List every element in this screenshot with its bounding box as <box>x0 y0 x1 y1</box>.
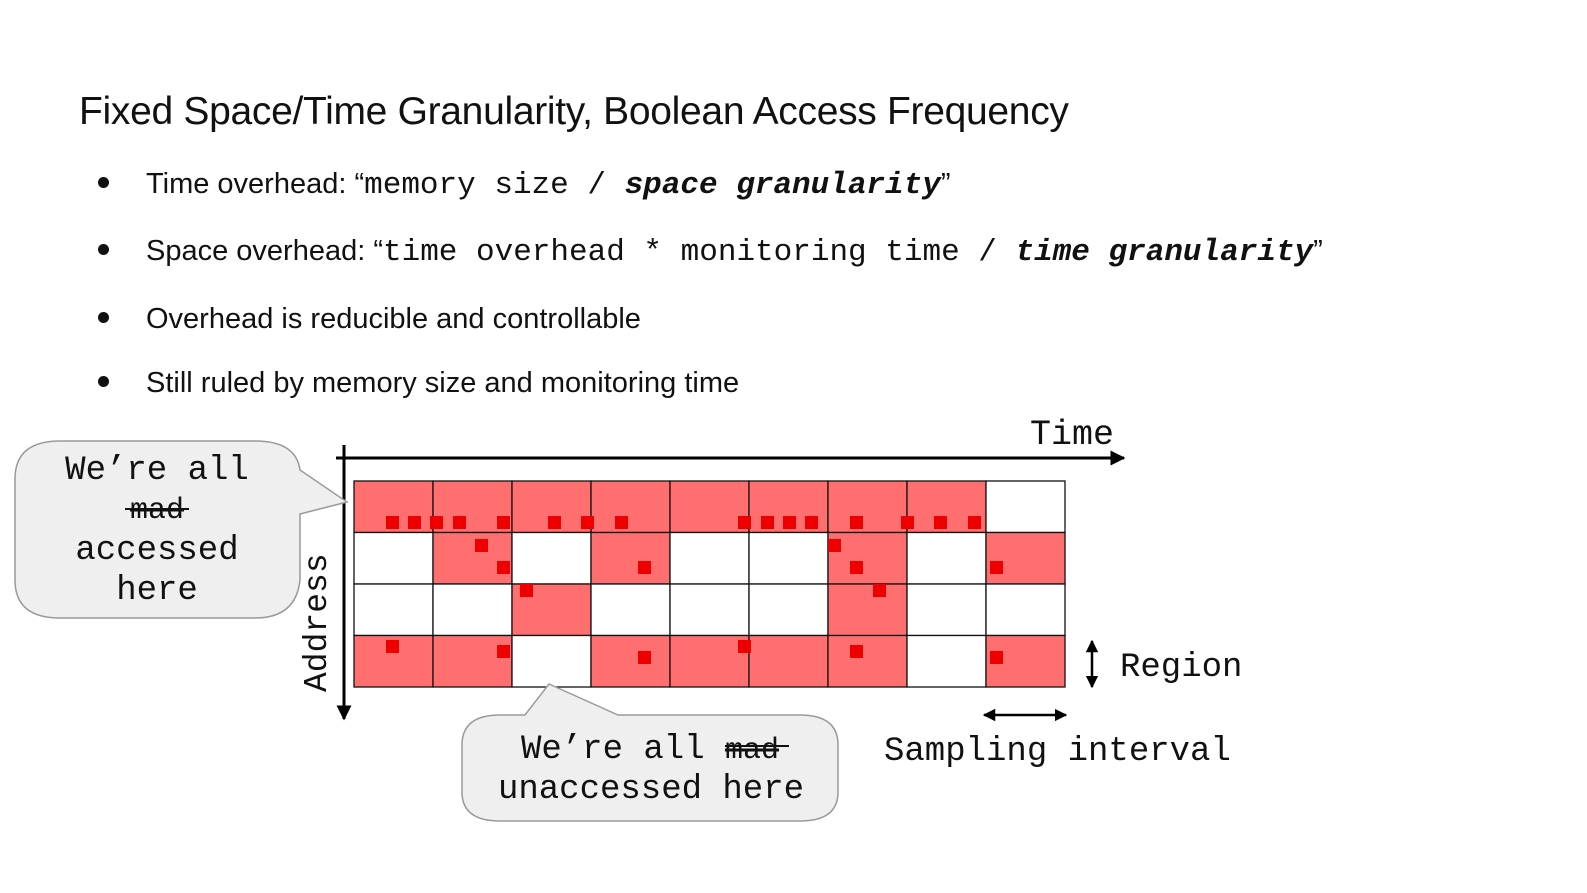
bullet-prefix: Time overhead: “ <box>146 168 365 200</box>
sample-marker <box>386 516 399 529</box>
unaccessed-cell <box>511 531 592 585</box>
unaccessed-cell <box>748 531 829 585</box>
unaccessed-cell <box>985 480 1066 534</box>
bullet-still-ruled: Still ruled by memory size and monitorin… <box>98 367 739 400</box>
accessed-cell <box>590 634 671 688</box>
callout-line: here <box>116 572 198 610</box>
bullet-suffix: ” <box>940 168 951 200</box>
sample-marker <box>386 640 399 653</box>
sample-marker <box>934 516 947 529</box>
accessed-cell <box>669 634 750 688</box>
accessed-callout: We’re all mad accessed here <box>14 440 349 619</box>
callout-line: We’re all mad <box>521 731 779 769</box>
accessed-cell <box>432 531 513 585</box>
bullet-dot <box>98 176 109 188</box>
sample-marker <box>453 516 466 529</box>
sample-marker <box>408 516 421 529</box>
sample-markers <box>386 516 1003 664</box>
sample-marker <box>520 584 533 597</box>
unaccessed-cell <box>985 583 1066 637</box>
accessed-cell <box>827 583 908 637</box>
sample-marker <box>548 516 561 529</box>
unaccessed-cell <box>748 583 829 637</box>
bullet-prefix: Space overhead: “ <box>146 235 383 267</box>
slide-title: Fixed Space/Time Granularity, Boolean Ac… <box>79 90 1069 133</box>
bullet-time-overhead: Time overhead: “memory size / space gran… <box>98 168 951 203</box>
sample-marker <box>475 539 488 552</box>
unaccessed-cell <box>906 583 987 637</box>
bullet-formula-emphasis: space granularity <box>624 168 941 203</box>
sample-marker <box>850 516 863 529</box>
grid-cells <box>353 480 1066 688</box>
callout-line: accessed <box>75 532 238 570</box>
sample-marker <box>850 561 863 574</box>
callout-line: unaccessed here <box>498 771 804 809</box>
bullet-text: Overhead is reducible and controllable <box>146 303 641 335</box>
bullet-formula-emphasis: time granularity <box>1015 235 1314 270</box>
unaccessed-callout: We’re all mad unaccessed here <box>461 683 839 822</box>
address-axis-label: Address <box>299 553 336 692</box>
sample-marker <box>850 645 863 658</box>
bullet-dot <box>98 243 109 255</box>
bullet-formula: time overhead * monitoring time / <box>382 235 1016 270</box>
sample-marker <box>738 516 751 529</box>
accessed-cell <box>748 634 829 688</box>
accessed-cell <box>827 531 908 585</box>
bullet-space-overhead: Space overhead: “time overhead * monitor… <box>98 235 1323 270</box>
accessed-cell <box>432 634 513 688</box>
sample-marker <box>805 516 818 529</box>
unaccessed-cell <box>669 583 750 637</box>
accessed-cell <box>669 480 750 534</box>
sample-marker <box>581 516 594 529</box>
sample-marker <box>638 561 651 574</box>
unaccessed-cell <box>511 634 592 688</box>
time-axis-label: Time <box>1030 415 1114 455</box>
sample-marker <box>990 651 1003 664</box>
sample-marker <box>873 584 886 597</box>
callout-line: We’re all <box>65 452 249 490</box>
accessed-cell <box>827 480 908 534</box>
unaccessed-cell <box>906 634 987 688</box>
sample-marker <box>968 516 981 529</box>
callout-bubble <box>461 683 839 822</box>
callout-struck-word: mad <box>725 734 779 768</box>
unaccessed-cell <box>669 531 750 585</box>
sample-marker <box>497 561 510 574</box>
bullet-suffix: ” <box>1313 235 1323 267</box>
accessed-cell <box>590 480 671 534</box>
bullet-formula: memory size / <box>364 168 625 203</box>
bullet-text: Still ruled by memory size and monitorin… <box>146 367 740 399</box>
sample-marker <box>761 516 774 529</box>
callout-struck-word: mad <box>130 494 184 528</box>
accessed-cell <box>590 531 671 585</box>
sample-marker <box>990 561 1003 574</box>
sample-marker <box>901 516 914 529</box>
sample-marker <box>615 516 628 529</box>
sampling-interval-label: Sampling interval <box>884 733 1231 771</box>
unaccessed-cell <box>353 531 434 585</box>
accessed-cell <box>511 583 592 637</box>
sample-marker <box>497 516 510 529</box>
bullet-dot <box>98 311 109 323</box>
sample-marker <box>497 645 510 658</box>
sample-marker <box>783 516 796 529</box>
unaccessed-cell <box>590 583 671 637</box>
sample-marker <box>828 539 841 552</box>
sample-marker <box>738 640 751 653</box>
unaccessed-cell <box>432 583 513 637</box>
sample-marker <box>430 516 443 529</box>
unaccessed-cell <box>353 583 434 637</box>
accessed-cell <box>827 634 908 688</box>
region-label: Region <box>1120 649 1242 687</box>
accessed-cell <box>985 531 1066 585</box>
bullet-dot <box>98 375 109 387</box>
unaccessed-cell <box>906 531 987 585</box>
callout-bubble <box>14 440 349 619</box>
sample-marker <box>638 651 651 664</box>
callout-line-text: We’re all <box>521 731 725 769</box>
bullet-overhead-reducible: Overhead is reducible and controllable <box>98 303 641 336</box>
